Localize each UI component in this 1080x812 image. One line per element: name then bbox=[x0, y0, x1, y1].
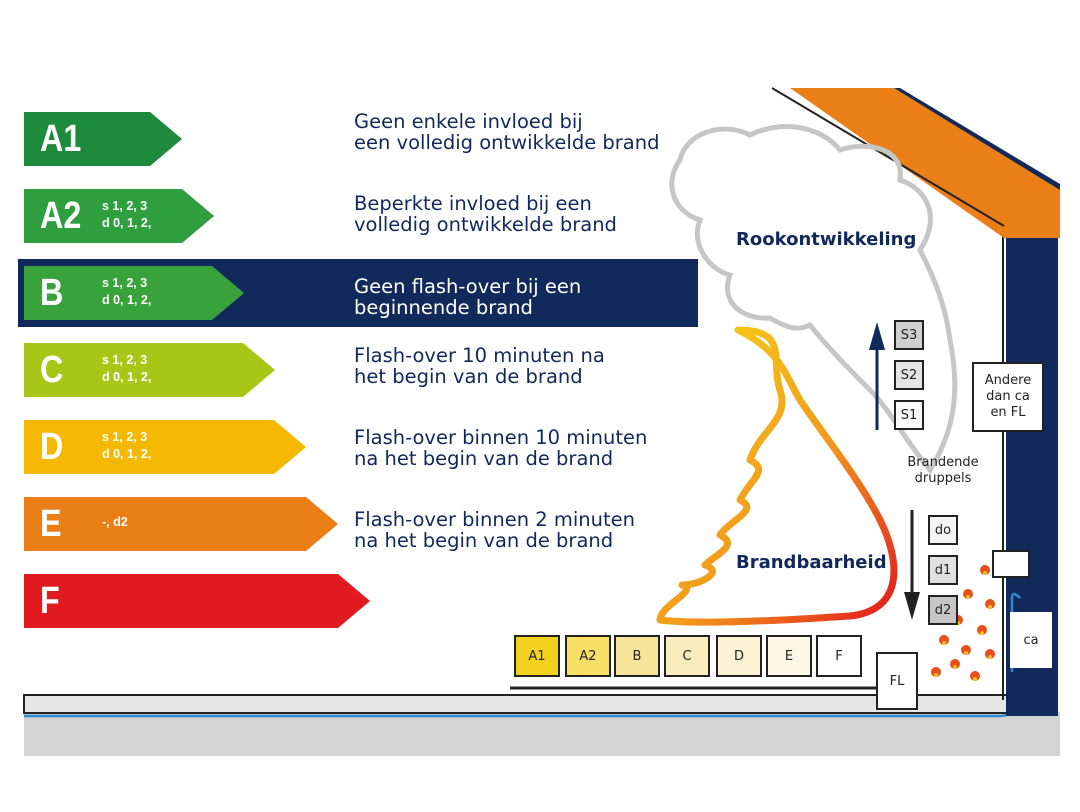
roof-line bbox=[771, 87, 1005, 227]
arrow-shape bbox=[24, 497, 338, 551]
class-desc-b: Geen flash-over bij een beginnende brand bbox=[354, 275, 582, 319]
class-sub: s 1, 2, 3 d 0, 1, 2, bbox=[102, 199, 152, 230]
scale-box-f: F bbox=[816, 635, 862, 677]
scale-box-a1: A1 bbox=[514, 635, 560, 677]
arrow-shape bbox=[24, 420, 306, 474]
class-code: C bbox=[40, 349, 64, 391]
arrow-shape bbox=[24, 343, 275, 397]
smoke-title: Rookontwikkeling bbox=[736, 229, 917, 250]
class-desc-e: Flash-over binnen 2 minuten na het begin… bbox=[354, 508, 635, 552]
flammability-title: Brandbaarheid bbox=[736, 552, 887, 573]
scale-box-c: C bbox=[664, 635, 710, 677]
class-desc-d: Flash-over binnen 10 minuten na het begi… bbox=[354, 426, 648, 470]
class-desc-a1: Geen enkele invloed bij een volledig ont… bbox=[354, 110, 660, 154]
smoke-cloud bbox=[669, 124, 958, 475]
arrow-shape bbox=[24, 112, 182, 166]
class-desc-c: Flash-over 10 minuten na het begin van d… bbox=[354, 344, 605, 388]
droplet-flames bbox=[931, 565, 995, 681]
arrow-shape bbox=[24, 189, 214, 243]
class-arrow-a1: A1 bbox=[24, 112, 184, 166]
class-code: B bbox=[40, 272, 64, 314]
class-code: F bbox=[40, 580, 60, 622]
class-code: D bbox=[40, 426, 64, 468]
smoke-box-s1: S1 bbox=[894, 400, 924, 430]
smoke-box-s3: S3 bbox=[894, 320, 924, 350]
floor-slab bbox=[24, 712, 1060, 756]
class-sub: s 1, 2, 3 d 0, 1, 2, bbox=[102, 430, 152, 461]
droplets-label: Brandende druppels bbox=[907, 455, 979, 486]
fl-box: FL bbox=[876, 652, 918, 710]
class-arrow-f: F bbox=[24, 574, 372, 628]
scale-box-d: D bbox=[716, 635, 762, 677]
droplet-box-d1: d1 bbox=[928, 555, 958, 585]
arrow-shape bbox=[24, 266, 244, 320]
arrow-shape bbox=[24, 574, 370, 628]
ca-box-label: ca bbox=[1023, 632, 1039, 648]
class-arrow-d: D s 1, 2, 3 d 0, 1, 2, bbox=[24, 420, 308, 474]
class-code: E bbox=[40, 503, 62, 545]
smoke-up-arrow-head bbox=[869, 322, 885, 350]
droplet-box-d2: d2 bbox=[928, 595, 958, 625]
ca-box: ca bbox=[1010, 612, 1052, 668]
class-arrow-e: E -, d2 bbox=[24, 497, 340, 551]
class-sub: s 1, 2, 3 d 0, 1, 2, bbox=[102, 276, 152, 307]
class-code: A2 bbox=[40, 195, 82, 237]
droplet-flame-cores bbox=[934, 571, 992, 681]
class-arrow-c: C s 1, 2, 3 d 0, 1, 2, bbox=[24, 343, 277, 397]
droplet-down-arrow-head bbox=[904, 592, 920, 620]
class-code: A1 bbox=[40, 118, 82, 160]
class-sub: -, d2 bbox=[102, 515, 128, 529]
fl-box-label: FL bbox=[889, 673, 905, 689]
scale-box-a2: A2 bbox=[565, 635, 611, 677]
roof bbox=[790, 88, 1060, 238]
droplet-box-do: do bbox=[928, 515, 958, 545]
scale-box-b: B bbox=[614, 635, 660, 677]
ca-pipe bbox=[1010, 592, 1021, 672]
class-arrow-b: B s 1, 2, 3 d 0, 1, 2, bbox=[24, 266, 246, 320]
smoke-box-s2: S2 bbox=[894, 360, 924, 390]
flammability-curve bbox=[656, 326, 898, 626]
roof-dark-edge bbox=[894, 88, 1060, 190]
other-box-label: Andere dan ca en FL bbox=[984, 373, 1032, 420]
class-sub: s 1, 2, 3 d 0, 1, 2, bbox=[102, 353, 152, 384]
floor-top-band bbox=[23, 694, 1010, 714]
other-box: Andere dan ca en FL bbox=[972, 362, 1044, 432]
scale-box-e: E bbox=[766, 635, 812, 677]
wall-mount bbox=[992, 550, 1030, 578]
class-desc-a2: Beperkte invloed bij een volledig ontwik… bbox=[354, 192, 617, 236]
class-arrow-a2: A2 s 1, 2, 3 d 0, 1, 2, bbox=[24, 189, 216, 243]
